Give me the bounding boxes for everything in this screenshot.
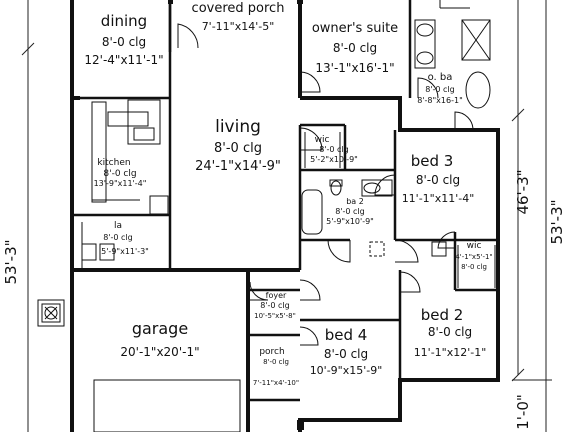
foyer-ceiling: 8'-0 clg [260, 301, 290, 310]
wic1-size: 5'-2"x10'-9" [310, 155, 358, 164]
garage-size: 20'-1"x20'-1" [120, 345, 199, 359]
attic-access [369, 241, 385, 257]
owner-bath-ceiling: 8'-0 clg [425, 85, 455, 94]
porch-name: porch [259, 347, 284, 357]
living-ceiling: 8'-0 clg [214, 141, 262, 156]
dining-size: 12'-4"x11'-1" [84, 53, 163, 67]
ba2-ceiling: 8'-0 clg [335, 207, 365, 216]
dimension-lines [21, 0, 552, 432]
owner-suite-size: 13'-1"x16'-1" [315, 61, 394, 75]
closet-shelves [304, 132, 496, 288]
interior-walls [72, 0, 498, 402]
bed2-ceiling: 8'-0 clg [428, 325, 472, 339]
ba2-name: ba 2 [346, 197, 364, 206]
bed2-size: 11'-1"x12'-1" [414, 346, 487, 359]
owner-bath-fixtures [414, 0, 491, 109]
dimension-right-inner: 46'-3" [514, 169, 532, 214]
hvac-unit [37, 299, 65, 327]
exterior-walls [70, 0, 500, 432]
dimension-bottom-right: 1'-0" [514, 394, 532, 430]
owner-bath-name: o. ba [428, 72, 453, 83]
garage-door [93, 379, 241, 432]
ba2-size: 5'-9"x10'-9" [326, 217, 374, 226]
la-name: la [114, 221, 122, 231]
bath2-fixtures [301, 179, 393, 235]
foyer-name: foyer [266, 291, 287, 300]
living-size: 24'-1"x14'-9" [195, 159, 281, 174]
dining-ceiling: 8'-0 clg [102, 35, 146, 49]
covered-porch-size: 7'-11"x14'-5" [202, 20, 275, 33]
wic2-size: 4'-1"x5'-1" [455, 253, 492, 261]
door-swings [177, 23, 474, 346]
wic1-ceiling: 8'-0 clg [319, 145, 349, 154]
covered-porch-name: covered porch [192, 1, 285, 16]
owner-suite-ceiling: 8'-0 clg [333, 41, 377, 55]
la-ceiling: 8'-0 clg [103, 233, 133, 242]
dimension-left: 53'-3" [2, 239, 20, 284]
structural-column [297, 420, 304, 430]
kitchen-name: kitchen [97, 158, 130, 168]
kitchen-counters [91, 99, 169, 215]
garage-name: garage [132, 319, 188, 338]
kitchen-ceiling: 8'-0 clg [103, 169, 136, 179]
owner-bath-size: 8'-8"x16-1" [417, 96, 463, 105]
dimension-right-outer: 53'-3" [548, 199, 566, 244]
wic1-name: wic [315, 135, 330, 145]
dining-name: dining [101, 12, 147, 30]
porch-posts [168, 0, 303, 4]
porch-ceiling: 8'-0 clg [263, 358, 289, 366]
bed4-size: 10'-9"x15'-9" [310, 364, 383, 377]
living-name: living [215, 117, 261, 137]
kitchen-size: 13'-9"x11'-4" [94, 179, 147, 188]
bed3-size: 11'-1"x11'-4" [402, 192, 475, 205]
bed4-name: bed 4 [325, 326, 368, 344]
laundry-appliances [81, 222, 115, 268]
owner-suite-name: owner's suite [312, 21, 398, 36]
bed2-name: bed 2 [421, 306, 464, 324]
la-size: 5'-9"x11'-3" [101, 247, 149, 256]
bed3-ceiling: 8'-0 clg [416, 173, 460, 187]
wic2-name: wic [467, 241, 482, 251]
bed4-ceiling: 8'-0 clg [324, 347, 368, 361]
foyer-size: 10'-5"x5'-8" [254, 312, 296, 320]
bed3-name: bed 3 [411, 152, 454, 170]
porch-size: 7'-11"x4'-10" [253, 379, 299, 387]
wic2-ceiling: 8'-0 clg [461, 263, 487, 271]
